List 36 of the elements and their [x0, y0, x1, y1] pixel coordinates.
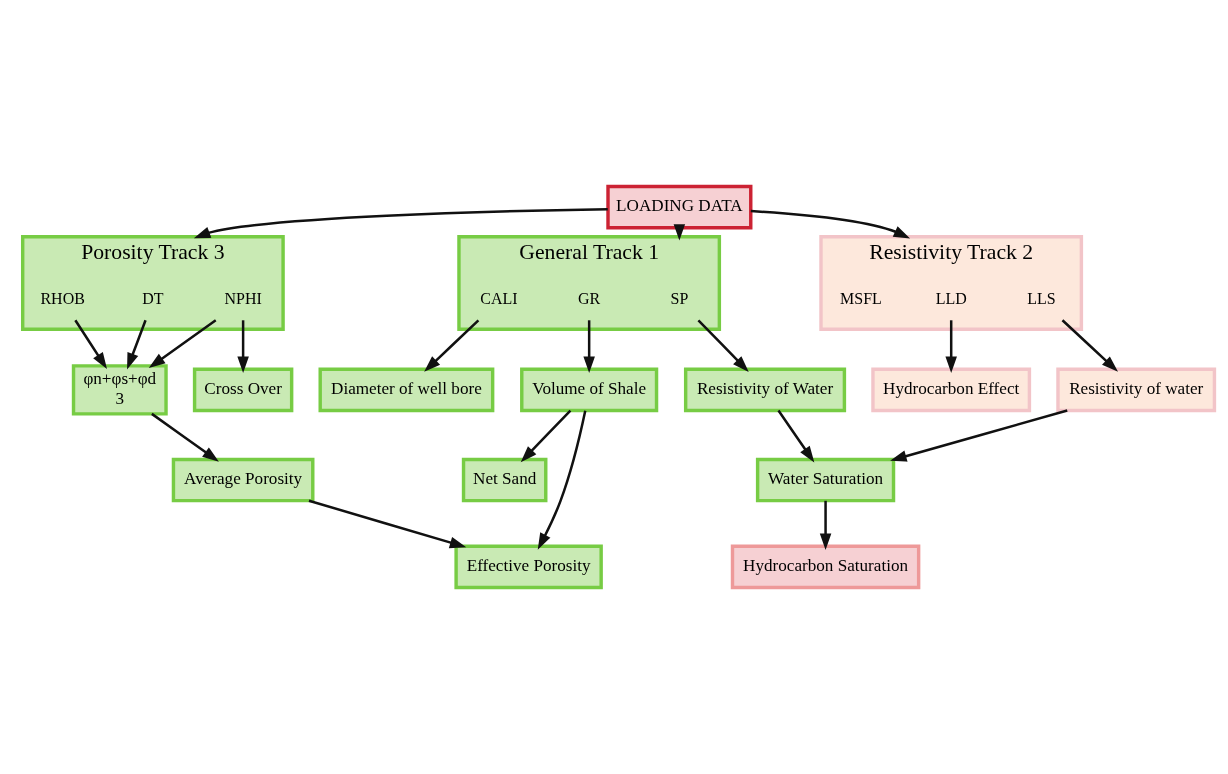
node-box: Average Porosity — [171, 457, 315, 503]
arrow — [697, 319, 749, 372]
arrow — [193, 207, 608, 239]
arrow — [537, 410, 587, 550]
node-text: MSFL — [840, 289, 882, 307]
node-box: Water Saturation — [755, 457, 896, 503]
arrow — [237, 320, 249, 374]
node-text: RHOB — [40, 289, 85, 307]
arrow — [890, 409, 1068, 462]
node-box: Volume of Shale — [520, 367, 659, 413]
arrow — [750, 209, 911, 239]
arrow — [424, 319, 480, 372]
arrow — [151, 412, 219, 462]
node-text: SP — [670, 289, 689, 307]
node-text: NPHI — [224, 289, 262, 307]
node-box: Resistivity of Water — [683, 367, 847, 413]
arrow — [777, 409, 815, 463]
arrow — [819, 500, 832, 551]
arrow — [308, 499, 467, 549]
node-box: φn+φs+φd 3 — [71, 364, 168, 416]
arrow — [520, 409, 572, 463]
node-box: Diameter of well bore — [318, 367, 495, 413]
node-text: DT — [142, 289, 164, 307]
node-box: Cross Over — [192, 367, 294, 413]
node-text: LLD — [935, 289, 967, 307]
node-box: Hydrocarbon Effect — [871, 367, 1032, 413]
node-text: LLS — [1027, 289, 1056, 307]
arrow — [945, 320, 957, 374]
node-box: Resistivity of water — [1056, 367, 1217, 413]
node-box: Net Sand — [461, 457, 548, 503]
arrow — [583, 320, 595, 374]
node-box: Effective Porosity — [454, 544, 603, 590]
node-text: CALI — [480, 289, 518, 307]
node-text: GR — [578, 289, 601, 307]
node-box: Hydrocarbon Saturation — [730, 544, 921, 590]
arrow — [1061, 319, 1118, 372]
